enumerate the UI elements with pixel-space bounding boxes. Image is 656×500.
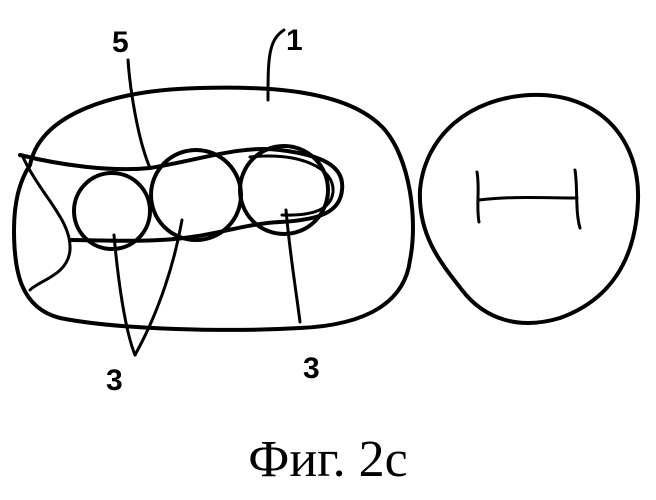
label-5: 5: [112, 26, 129, 59]
leader-line-3a: [114, 235, 135, 355]
right-tooth-h-mark-left: [477, 172, 479, 222]
leader-line-3c: [286, 210, 300, 322]
left-groove-arc: [22, 155, 70, 290]
leader-line-5: [128, 60, 150, 168]
label-3-right: 3: [303, 352, 320, 385]
right-tooth-h-mark-bar: [479, 198, 577, 201]
round-element-2: [151, 150, 241, 240]
label-1: 1: [286, 24, 303, 57]
figure-caption: Фиг. 2c: [0, 430, 656, 490]
label-3-left: 3: [106, 364, 123, 397]
round-element-1: [74, 173, 150, 249]
right-tooth-outline: [420, 95, 638, 323]
